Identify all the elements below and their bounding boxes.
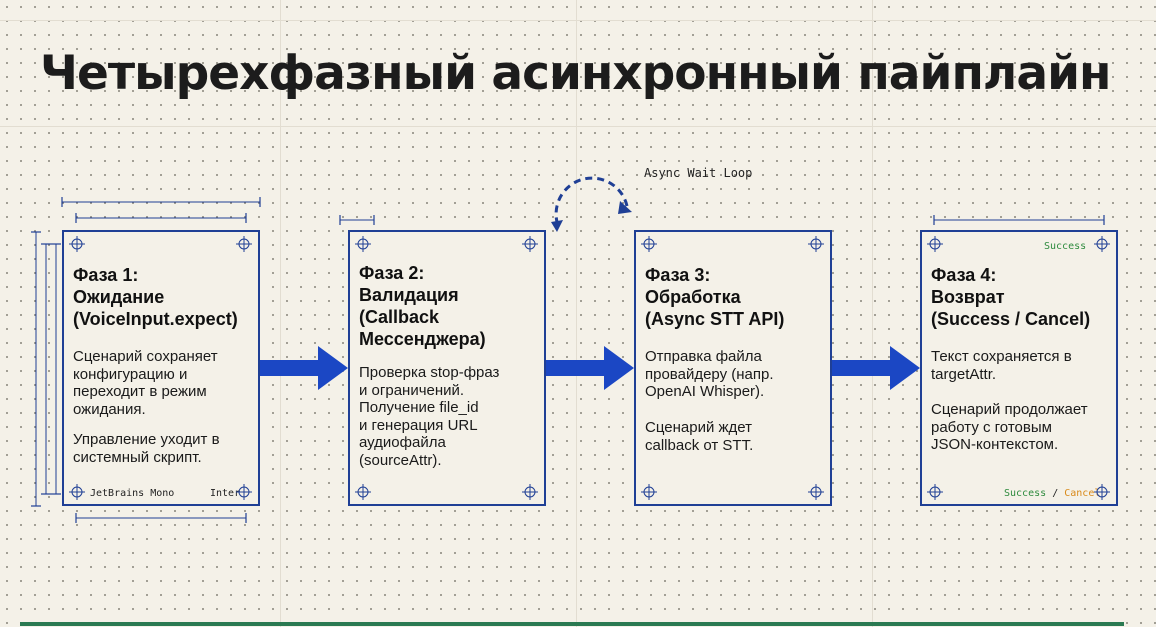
async-wait-loop-label: Async Wait Loop: [644, 166, 753, 180]
guide-line: [0, 126, 1156, 127]
arrow-2-to-3: [546, 346, 634, 390]
guide-line: [872, 0, 873, 627]
arrow-1-to-2: [260, 346, 348, 390]
guide-line: [0, 20, 1156, 21]
guide-line: [280, 0, 281, 627]
phase-4-title: Фаза 4: Возврат (Success / Cancel): [931, 265, 1091, 329]
status-success: Success: [1004, 488, 1047, 499]
status-cancel: Cancel: [1064, 488, 1101, 499]
phase-3-note: Сценарий ждет callback от STT.: [645, 419, 754, 454]
phase-3-title: Фаза 3: Обработка (Async STT API): [645, 265, 785, 329]
phase-2-card: Фаза 2: Валидация (Callback Мессенджера)…: [348, 230, 546, 506]
phase-1-description: Сценарий сохраняет конфигурацию и перехо…: [73, 348, 218, 418]
loop-arrowhead: [618, 201, 632, 214]
footer-bar: [20, 622, 1124, 626]
font-label-sans: Inter: [210, 488, 241, 499]
phase-3-description: Отправка файла провайдеру (напр. OpenAI …: [645, 348, 774, 400]
phase-4-note: Сценарий продолжает работу с готовым JSO…: [931, 401, 1088, 453]
phase-2-description: Проверка stop-фраз и ограничений. Получе…: [359, 364, 500, 469]
page-title: Четырехфазный асинхронный пайплайн: [40, 46, 1111, 101]
guide-line: [576, 0, 577, 627]
phase-1-note: Управление уходит в системный скрипт.: [73, 431, 220, 466]
arrow-3-to-4: [832, 346, 920, 390]
status-success-label: Success: [1044, 241, 1087, 252]
phase-4-description: Текст сохраняется в targetAttr.: [931, 348, 1072, 383]
phase-3-card: Фаза 3: Обработка (Async STT API) Отправ…: [634, 230, 832, 506]
phase-4-card: Success Фаза 4: Возврат (Success / Cance…: [920, 230, 1118, 506]
loop-arrowhead: [551, 220, 563, 232]
font-label-mono: JetBrains Mono: [90, 488, 175, 499]
async-wait-loop-icon: [554, 176, 629, 223]
flow-arrows: [260, 346, 920, 390]
phase-1-card: Фаза 1: Ожидание (VoiceInput.expect) Сце…: [62, 230, 260, 506]
phase-1-title: Фаза 1: Ожидание (VoiceInput.expect): [73, 265, 238, 329]
phase-2-title: Фаза 2: Валидация (Callback Мессенджера): [359, 263, 486, 349]
status-result-legend: Success / Cancel: [1004, 488, 1101, 499]
dimension-guides: [31, 197, 1105, 523]
